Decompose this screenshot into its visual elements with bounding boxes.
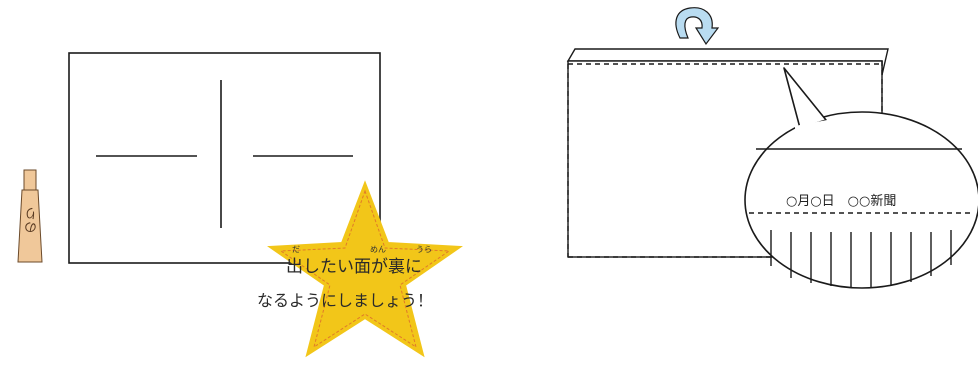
star-badge (267, 180, 463, 358)
furigana-men: めん (370, 245, 386, 254)
bubble-column-lines (770, 230, 952, 288)
newspaper-date-caption: ○月○日 ○○新聞 (786, 194, 897, 209)
star-text-line1: 出したい面が裏に (286, 257, 422, 277)
zoom-bubble (744, 111, 978, 289)
glue-tube-label: のり (25, 206, 40, 234)
left-sheet (68, 52, 381, 264)
left-sheet-group (68, 52, 381, 264)
star-text-line2: なるようにしましょう！ (257, 291, 434, 310)
zoom-callout (744, 67, 978, 289)
furigana-ura: うら (416, 245, 432, 254)
fold-arrow-icon (675, 7, 720, 46)
glue-tube-icon (17, 169, 43, 263)
right-sheet-group (566, 48, 889, 258)
furigana-da: だ (292, 245, 300, 254)
